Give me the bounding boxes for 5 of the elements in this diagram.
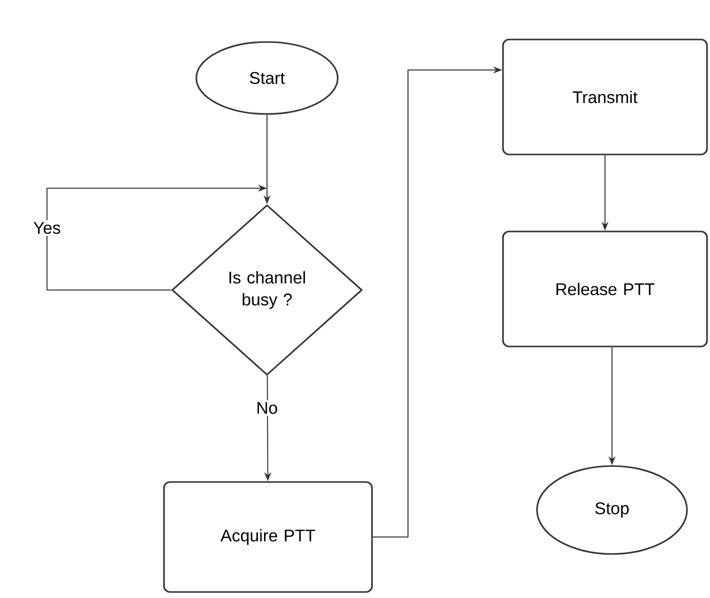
edge-label: No [254, 400, 280, 416]
process-box: Transmit [502, 38, 708, 156]
process-box: Acquire PTT [163, 481, 373, 593]
process-box: Release PTT [502, 230, 708, 348]
edge-label: Yes [31, 220, 63, 236]
